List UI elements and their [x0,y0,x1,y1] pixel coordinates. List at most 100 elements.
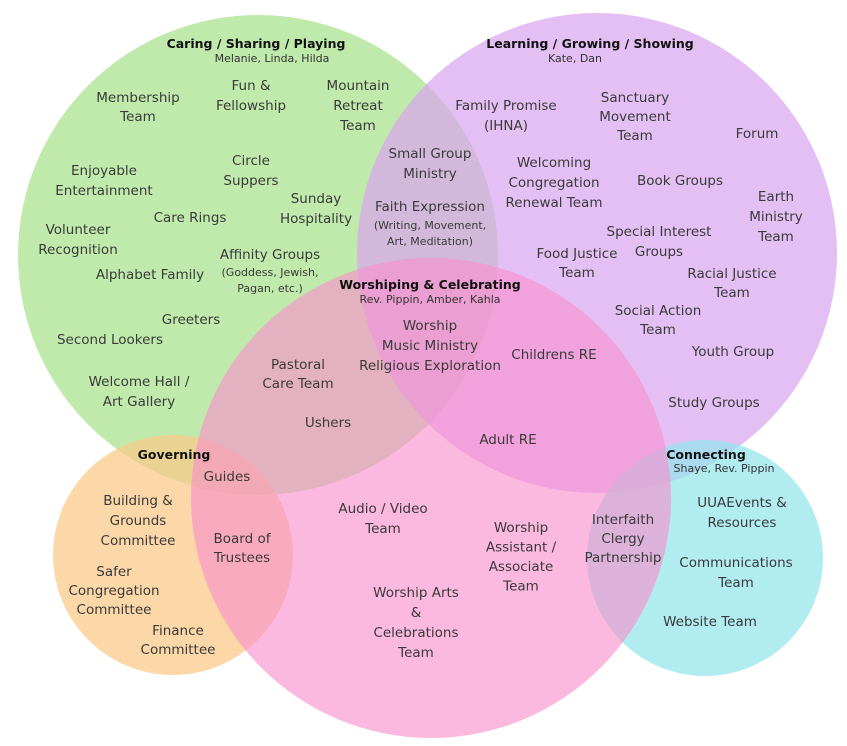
label-line: Social Action [615,303,702,319]
label-line: Adult RE [479,432,536,448]
label-line: Special Interest [607,224,712,240]
label-line: Interfaith [592,512,654,528]
label-line: Grounds [110,513,167,529]
label-line: Membership [96,90,179,106]
label-line: Team [397,645,434,661]
label-line: Fun & [232,78,271,94]
label-line: Greeters [162,312,221,328]
label-line: Finance [152,623,204,639]
label-line: Congregation [68,583,159,599]
caring-leaders: Melanie, Linda, Hilda [215,52,330,65]
label-line: Fellowship [216,98,286,114]
label-line: Committee [141,642,216,658]
caring-title: Caring / Sharing / Playing [167,36,346,51]
label-line: Mountain [327,78,390,94]
team-forum: Forum [736,126,779,142]
label-line: & [411,605,422,621]
team-affinity-groups: Affinity Groups [220,247,320,263]
label-line: Worship [494,520,548,536]
label-line: Affinity Groups [220,247,320,263]
label-line: Worship Arts [373,585,459,601]
connecting-title: Connecting [666,447,746,462]
label-line: Celebrations [373,625,458,641]
worship-title: Worshiping & Celebrating [339,277,520,292]
label-line: Clergy [601,531,644,547]
label-line: Food Justice [536,246,617,262]
label-line: Team [639,322,676,338]
label-line: Family Promise [455,98,556,114]
label-line: Welcoming [517,155,591,171]
learning-leaders: Kate, Dan [548,52,602,65]
label-line: Art Gallery [103,394,175,410]
label-line: Resources [708,515,777,531]
governing-title: Governing [138,447,211,462]
label-line: Sunday [291,191,342,207]
label-line: Team [339,118,376,134]
team-adult-re: Adult RE [479,432,536,448]
label-line: Partnership [585,550,662,566]
label-line: Website Team [663,614,757,630]
team-second-lookers: Second Lookers [57,332,163,348]
team-family-promise: Family Promise (IHNA) [455,98,556,134]
team-welcome-hall: Welcome Hall / Art Gallery [89,374,190,410]
label-line: (IHNA) [484,118,528,134]
team-faith-note: (Writing, Movement,Art, Meditation) [374,219,486,248]
label-line: Care Rings [154,210,227,226]
label-line: Racial Justice [687,266,776,282]
label-line: Team [757,229,794,245]
label-line: Audio / Video [338,501,427,517]
label-line: Suppers [223,173,278,189]
label-line: Renewal Team [506,195,603,211]
label-line: Team [717,575,754,591]
team-fun-fellowship: Fun & Fellowship [216,78,286,114]
team-ushers: Ushers [305,415,351,431]
label-line: Entertainment [55,183,152,199]
label-line: Committee [77,602,152,618]
team-book-groups: Book Groups [637,173,723,189]
label-line: Care Team [262,376,333,392]
label-line: Building & [103,493,173,509]
label-line: Movement [599,109,671,125]
team-alphabet-family: Alphabet Family [96,267,204,283]
label-line: Study Groups [668,395,759,411]
label-line: Assistant / [486,540,557,556]
team-website: Website Team [663,614,757,630]
label-line: Guides [204,469,251,485]
circle-worship [191,258,671,738]
label-line: Congregation [508,175,599,191]
label-line: Faith Expression [375,199,485,215]
label-line: Religious Exploration [359,358,501,374]
label-line: Youth Group [691,344,775,360]
label-line: Team [502,579,539,595]
label-line: Earth [758,189,794,205]
label-line: Communications [679,555,792,571]
label-line: Second Lookers [57,332,163,348]
team-childrens-re: Childrens RE [511,347,596,363]
label-line: Committee [101,533,176,549]
label-line: Team [364,521,401,537]
label-line: Welcome Hall / [89,374,190,390]
label-line: (Goddess, Jewish, [222,266,319,279]
label-line: Team [713,285,750,301]
team-care-rings: Care Rings [154,210,227,226]
label-line: Team [616,128,653,144]
label-line: Forum [736,126,779,142]
label-line: Pagan, etc.) [237,282,302,295]
